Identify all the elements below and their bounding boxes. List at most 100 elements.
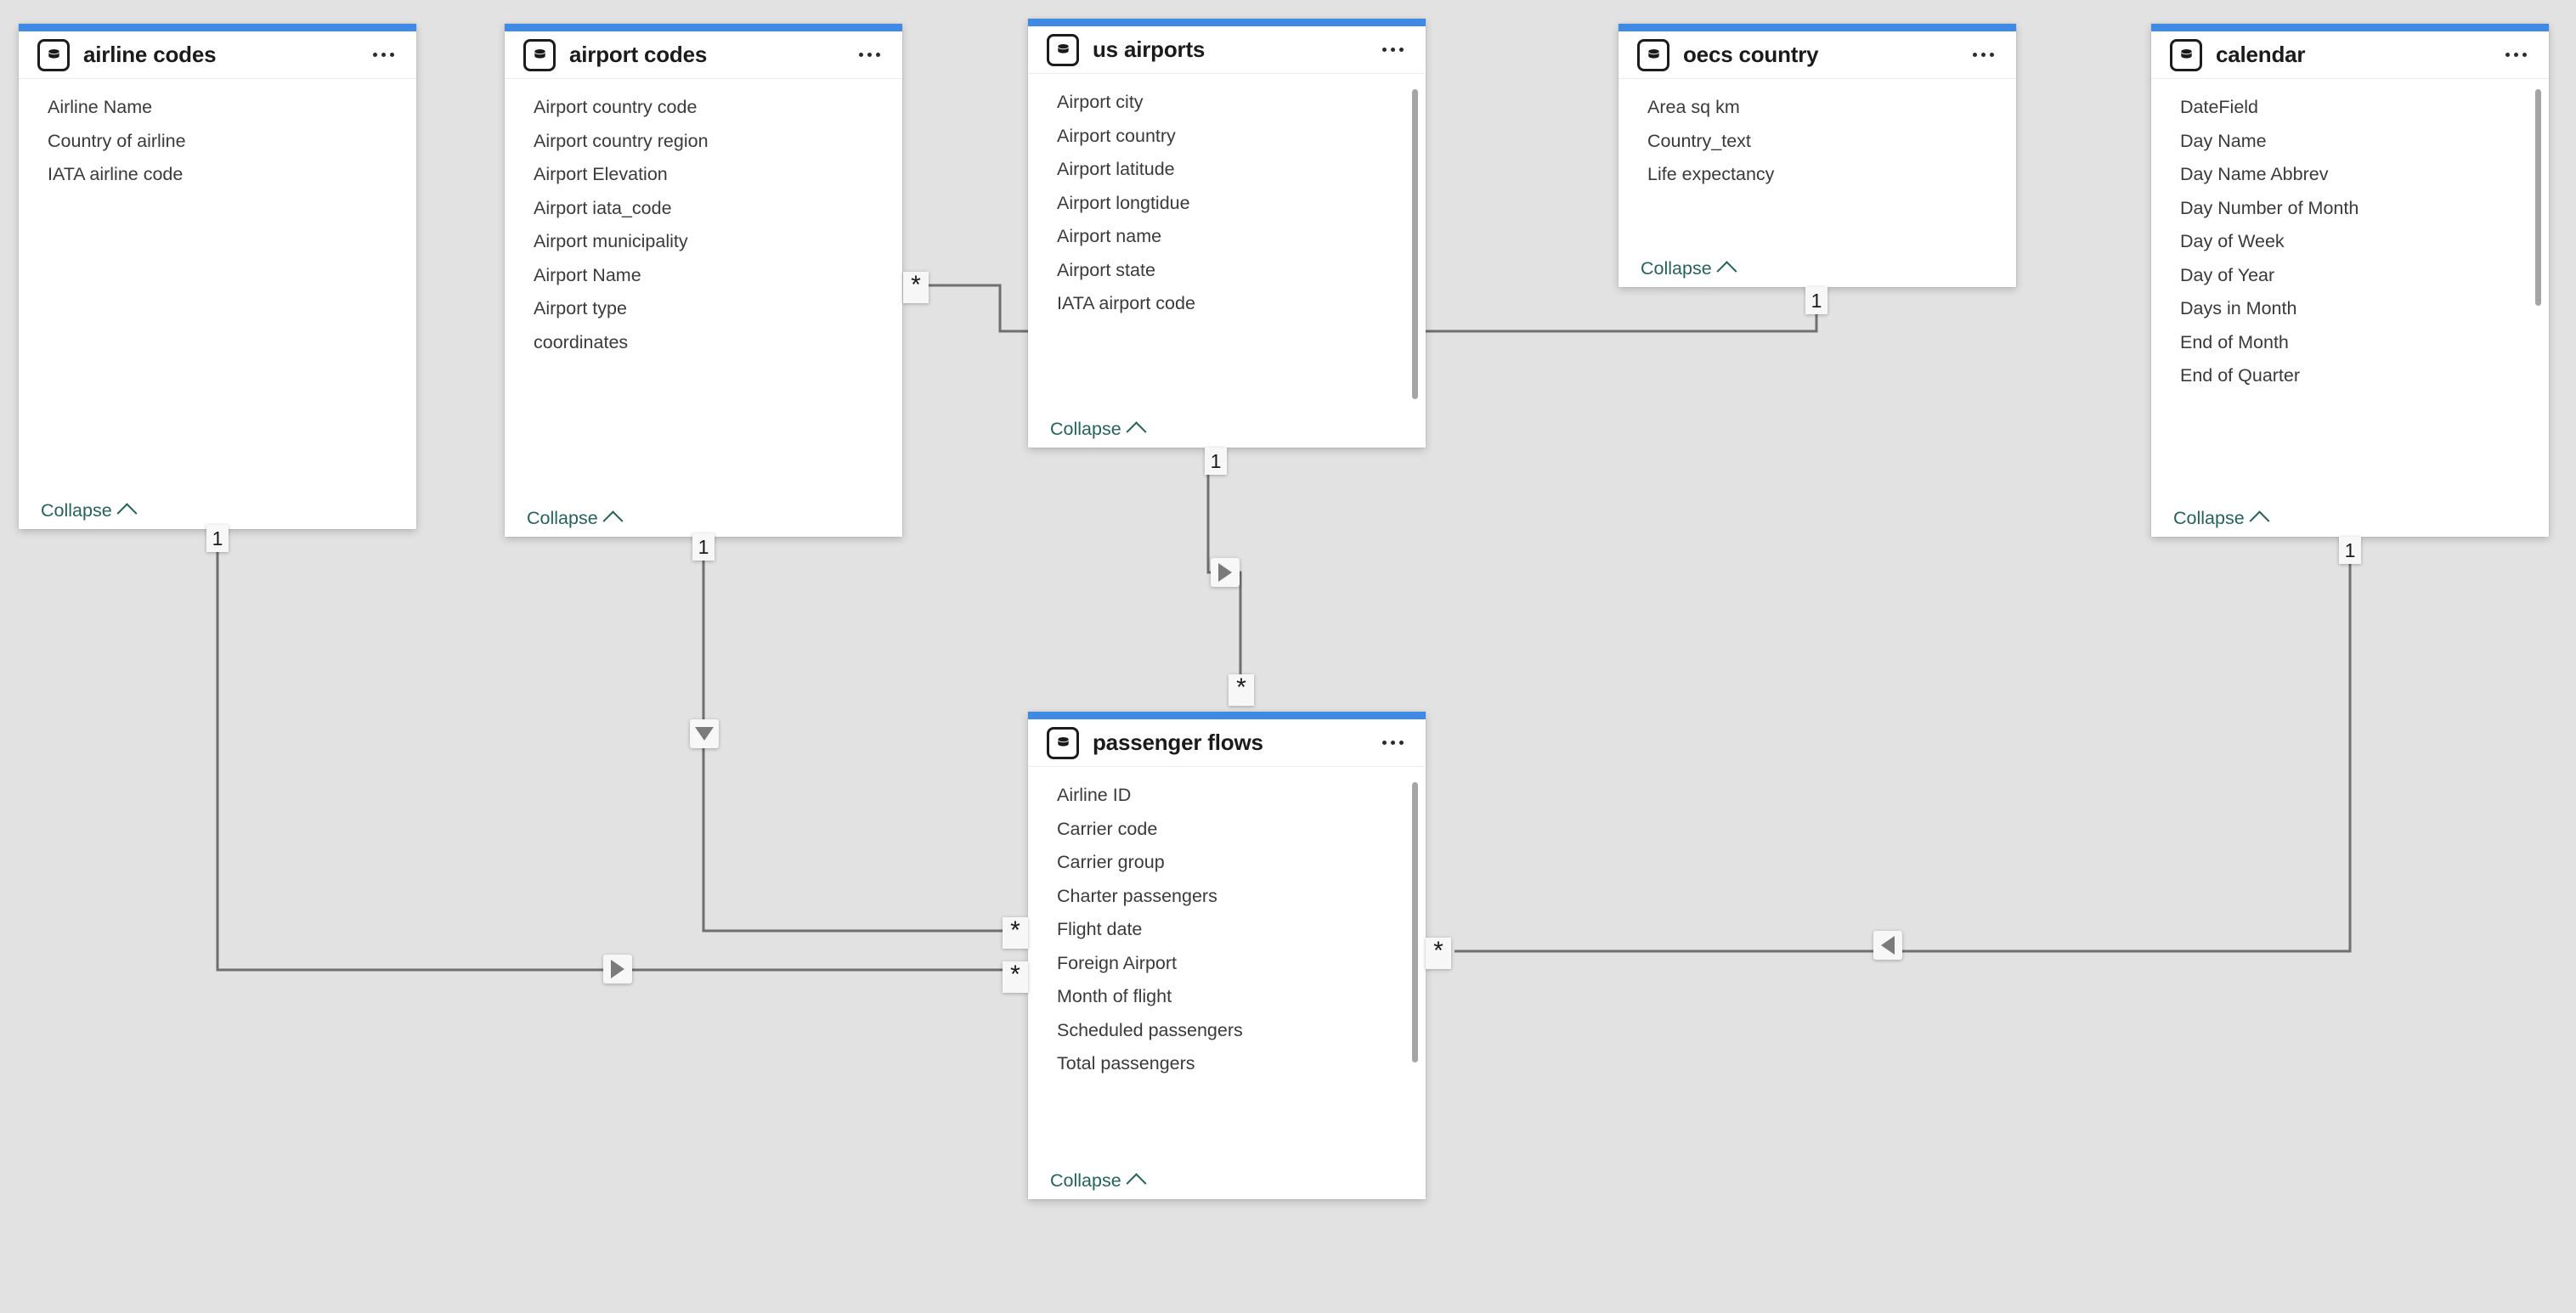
field-row[interactable]: Carrier code <box>1057 818 1158 839</box>
field-row[interactable]: Day Name Abbrev <box>2180 164 2329 184</box>
table-title: us airports <box>1093 37 1206 62</box>
field-row[interactable]: End of Month <box>2180 331 2289 352</box>
table-footer: Collapse <box>1028 1162 1426 1199</box>
field-row[interactable]: coordinates <box>534 331 629 352</box>
collapse-button[interactable]: Collapse <box>2173 508 2270 531</box>
field-row[interactable]: Airport country code <box>534 97 698 117</box>
field-row[interactable]: Scheduled passengers <box>1057 1019 1243 1040</box>
table-accent-bar <box>1028 712 1426 719</box>
database-icon <box>1637 38 1669 71</box>
chevron-up-icon <box>1716 260 1737 281</box>
more-options-icon[interactable] <box>855 42 884 68</box>
field-row[interactable]: Day of Year <box>2180 264 2275 285</box>
table-header[interactable]: calendar <box>2151 31 2549 79</box>
table-header[interactable]: passenger flows <box>1028 719 1426 767</box>
field-row[interactable]: Day Name <box>2180 130 2267 151</box>
table-header[interactable]: us airports <box>1028 26 1426 74</box>
chevron-up-icon <box>2249 510 2270 531</box>
collapse-button[interactable]: Collapse <box>527 507 624 531</box>
field-row[interactable]: Life expectancy <box>1647 164 1775 184</box>
field-row[interactable]: Charter passengers <box>1057 885 1217 906</box>
field-row[interactable]: Carrier group <box>1057 852 1165 872</box>
field-row[interactable]: Airline ID <box>1057 785 1132 805</box>
database-icon <box>1047 33 1079 66</box>
table-accent-bar <box>1618 24 2016 31</box>
field-row[interactable]: Days in Month <box>2180 298 2297 318</box>
more-options-icon[interactable] <box>2501 42 2530 68</box>
fields-scrollbar[interactable] <box>1412 782 1418 1062</box>
field-row[interactable]: Airport country <box>1057 125 1176 146</box>
badge-pf-right-many: * <box>1426 938 1451 969</box>
badge-arrow-us-airports <box>1211 558 1240 587</box>
chevron-up-icon <box>1126 1172 1147 1193</box>
fields-scrollbar[interactable] <box>1412 89 1418 399</box>
field-row[interactable]: End of Quarter <box>2180 365 2301 386</box>
field-row[interactable]: Airport Elevation <box>534 164 668 184</box>
table-header[interactable]: airline codes <box>19 31 416 79</box>
table-title: airline codes <box>83 42 217 67</box>
field-row[interactable]: Airport municipality <box>534 231 688 251</box>
field-row[interactable]: Airport state <box>1057 259 1155 280</box>
field-row[interactable]: Airport longtidue <box>1057 192 1190 213</box>
field-row[interactable]: IATA airline code <box>48 164 184 184</box>
collapse-button[interactable]: Collapse <box>41 500 138 523</box>
field-row[interactable]: Total passengers <box>1057 1053 1195 1074</box>
more-options-icon[interactable] <box>369 42 398 68</box>
collapse-button[interactable]: Collapse <box>1641 257 1737 281</box>
more-options-icon[interactable] <box>1378 37 1407 63</box>
field-row[interactable]: Airport latitude <box>1057 159 1175 179</box>
badge-pf-left-many-upper: * <box>1003 917 1028 949</box>
table-footer: Collapse <box>2151 499 2549 537</box>
field-row[interactable]: Airport city <box>1057 92 1144 112</box>
fields-scrollbar[interactable] <box>2535 89 2541 306</box>
table-header[interactable]: oecs country <box>1618 31 2016 79</box>
more-options-icon[interactable] <box>1378 730 1407 756</box>
field-row[interactable]: Airport Name <box>534 264 641 285</box>
field-row[interactable]: Day Number of Month <box>2180 197 2359 218</box>
field-row[interactable]: Day of Week <box>2180 231 2285 251</box>
field-row[interactable]: Airport iata_code <box>534 197 672 218</box>
table-title: airport codes <box>569 42 708 67</box>
field-row[interactable]: Country_text <box>1647 130 1751 151</box>
field-row[interactable]: Area sq km <box>1647 97 1740 117</box>
field-row[interactable]: Country of airline <box>48 130 186 151</box>
table-accent-bar <box>1028 19 1426 26</box>
badge-arrow-airport-codes <box>690 719 719 748</box>
field-row[interactable]: Month of flight <box>1057 986 1172 1006</box>
collapse-button[interactable]: Collapse <box>1050 419 1147 442</box>
field-row[interactable]: Airline Name <box>48 97 153 117</box>
field-row[interactable]: Airport country region <box>534 130 709 151</box>
field-row[interactable]: Flight date <box>1057 919 1143 939</box>
badge-oecs-one: 1 <box>1805 287 1827 314</box>
table-footer: Collapse <box>1618 250 2016 287</box>
field-row[interactable]: Airport name <box>1057 226 1162 246</box>
wire-airportcodes-usairports <box>926 284 1031 333</box>
collapse-label: Collapse <box>527 507 598 528</box>
table-footer: Collapse <box>19 492 416 529</box>
table-accent-bar <box>19 24 416 31</box>
field-row[interactable]: IATA airport code <box>1057 293 1195 313</box>
field-row[interactable]: Airport type <box>534 298 627 318</box>
collapse-button[interactable]: Collapse <box>1050 1170 1147 1193</box>
field-row[interactable]: Foreign Airport <box>1057 952 1178 973</box>
field-row[interactable]: DateField <box>2180 97 2259 117</box>
table-header[interactable]: airport codes <box>505 31 902 79</box>
more-options-icon[interactable] <box>1969 42 1997 68</box>
badge-arrow-calendar <box>1873 931 1902 960</box>
collapse-label: Collapse <box>1641 257 1712 279</box>
